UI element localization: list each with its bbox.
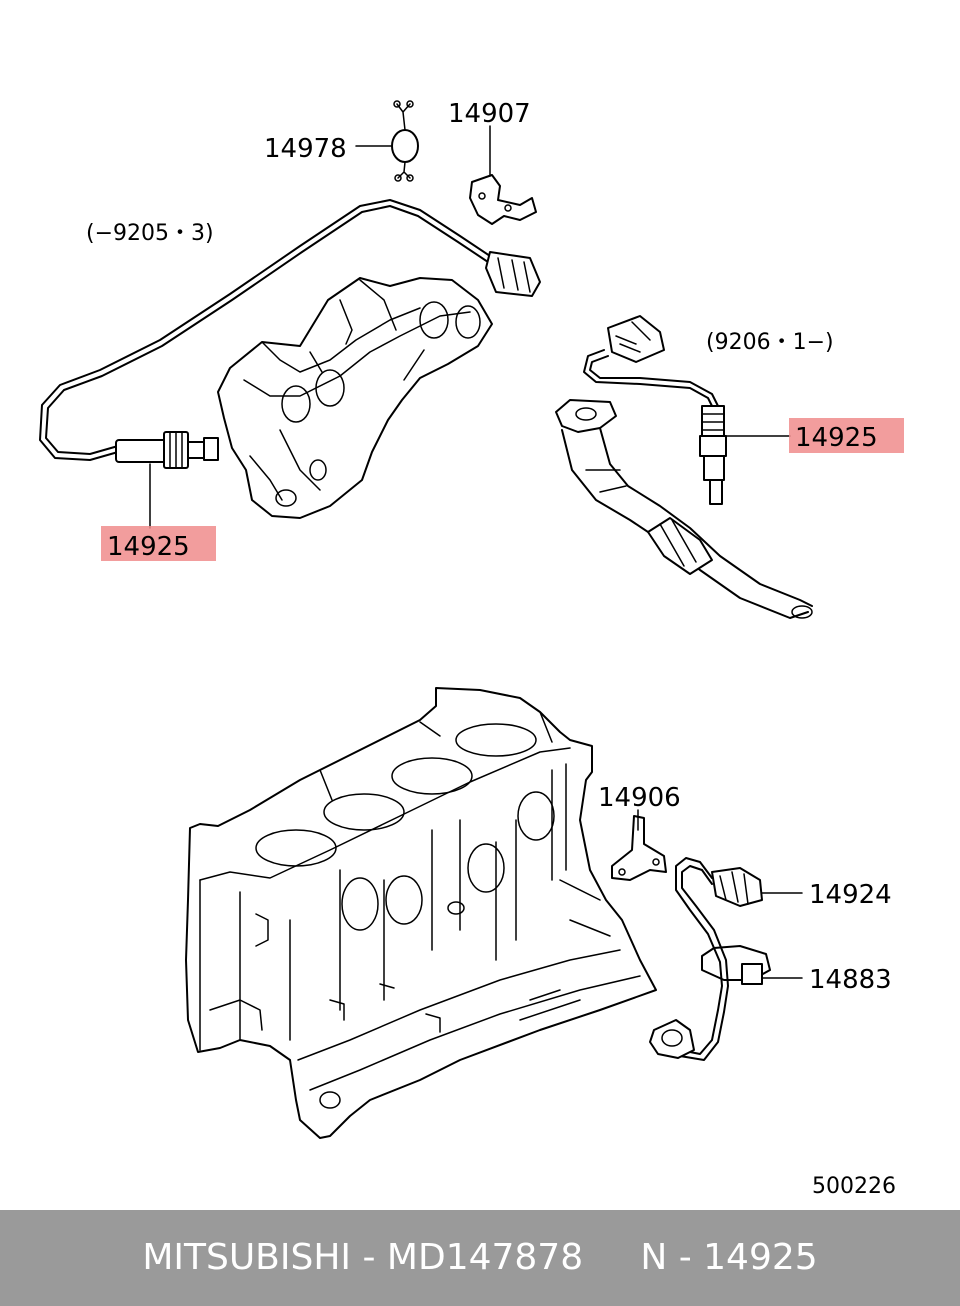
label-range-left: (−9205・3) [86,221,214,246]
label-14883: 14883 [809,965,892,995]
cylinder-block-icon [185,687,657,1139]
parts-diagram: 14907 14978 (−9205・3) (9206・1−) 14925 14… [39,99,904,1199]
diagram-code: 500226 [812,1174,896,1199]
highlight-14925-right [789,418,904,453]
label-14924: 14924 [809,880,892,910]
exhaust-manifold-icon [217,277,493,519]
label-14978: 14978 [264,134,347,164]
label-range-right: (9206・1−) [706,330,834,355]
footer-bar: MITSUBISHI - MD147878 N - 14925 [0,1210,960,1306]
exhaust-pipe-icon [555,399,813,619]
highlight-14925-left [101,526,216,561]
oxygen-sensor-right-icon [583,315,727,505]
knock-sensor-harness-icon [649,857,771,1061]
label-14925-right: 14925 [795,423,878,453]
bracket-14906-icon [611,815,667,881]
label-14907: 14907 [448,99,531,129]
footer-part-info: MITSUBISHI - MD147878 N - 14925 [142,1237,818,1278]
oxygen-sensor-left-icon [39,199,541,469]
label-14925-left: 14925 [107,532,190,562]
label-14906: 14906 [598,783,681,813]
bracket-14907-icon [469,174,537,225]
gasket-14978-icon [391,100,419,182]
